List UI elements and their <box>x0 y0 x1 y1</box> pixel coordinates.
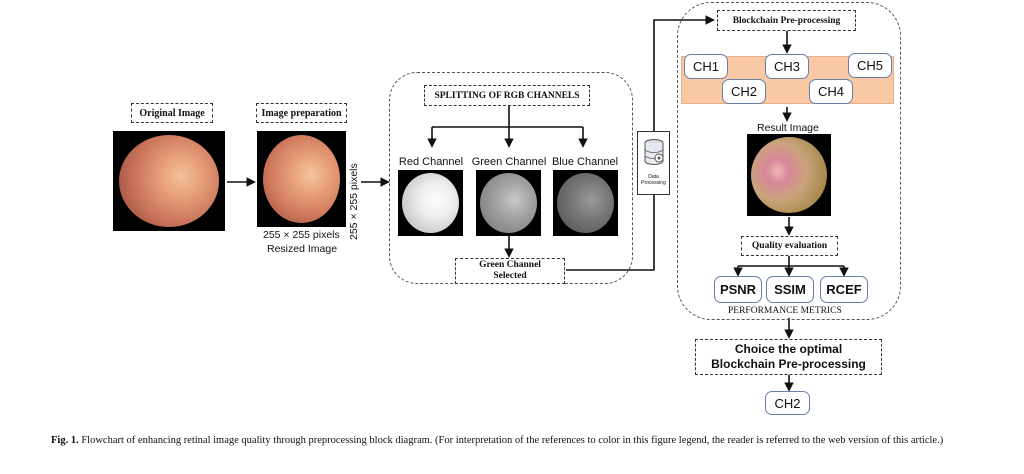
metric-rcef: RCEF <box>820 276 868 303</box>
green-channel-label: Green Channel <box>471 156 547 168</box>
original-image-label: Original Image <box>131 103 213 123</box>
result-image-label: Result Image <box>757 122 819 134</box>
width-dimension-label: 255 × 255 pixels <box>263 229 340 241</box>
rgb-splitting-title: SPLITTING OF RGB CHANNELS <box>424 85 590 106</box>
performance-metrics-label: PERFORMANCE METRICS <box>728 306 842 316</box>
image-preparation-label: Image preparation <box>256 103 347 123</box>
metric-ssim: SSIM <box>766 276 814 303</box>
channel-ch2: CH2 <box>722 79 766 104</box>
channel-ch1: CH1 <box>684 54 728 79</box>
result-fundus-image <box>747 134 831 216</box>
red-channel-image <box>398 170 463 236</box>
metric-psnr: PSNR <box>714 276 762 303</box>
figure-caption: Fig. 1. Flowchart of enhancing retinal i… <box>51 434 981 448</box>
red-channel-label: Red Channel <box>398 156 464 168</box>
original-fundus-image <box>113 131 225 231</box>
figure-caption-text: Flowchart of enhancing retinal image qua… <box>81 435 944 446</box>
quality-evaluation-label: Quality evaluation <box>741 236 838 256</box>
channel-ch3: CH3 <box>765 54 809 79</box>
blockchain-preprocessing-title: Blockchain Pre-processing <box>717 10 856 31</box>
database-icon <box>644 139 664 165</box>
resized-image-caption: Resized Image <box>267 243 338 255</box>
data-processing-node: Data Processing <box>637 131 670 195</box>
green-channel-selected-box: Green Channel Selected <box>455 258 565 284</box>
green-channel-image <box>476 170 541 236</box>
optimal-channel-result: CH2 <box>765 391 810 415</box>
blue-channel-label: Blue Channel <box>551 156 619 168</box>
blockchain-evaluation-panel <box>677 2 901 320</box>
channel-ch5: CH5 <box>848 53 892 78</box>
optimal-choice-box: Choice the optimal Blockchain Pre-proces… <box>695 339 882 375</box>
channel-ch4: CH4 <box>809 79 853 104</box>
resized-fundus-image <box>257 131 346 227</box>
height-dimension-label: 255 × 255 pixels <box>348 163 360 240</box>
figure-number: Fig. 1. <box>51 435 79 446</box>
data-processing-label: Data Processing <box>641 174 666 186</box>
blue-channel-image <box>553 170 618 236</box>
